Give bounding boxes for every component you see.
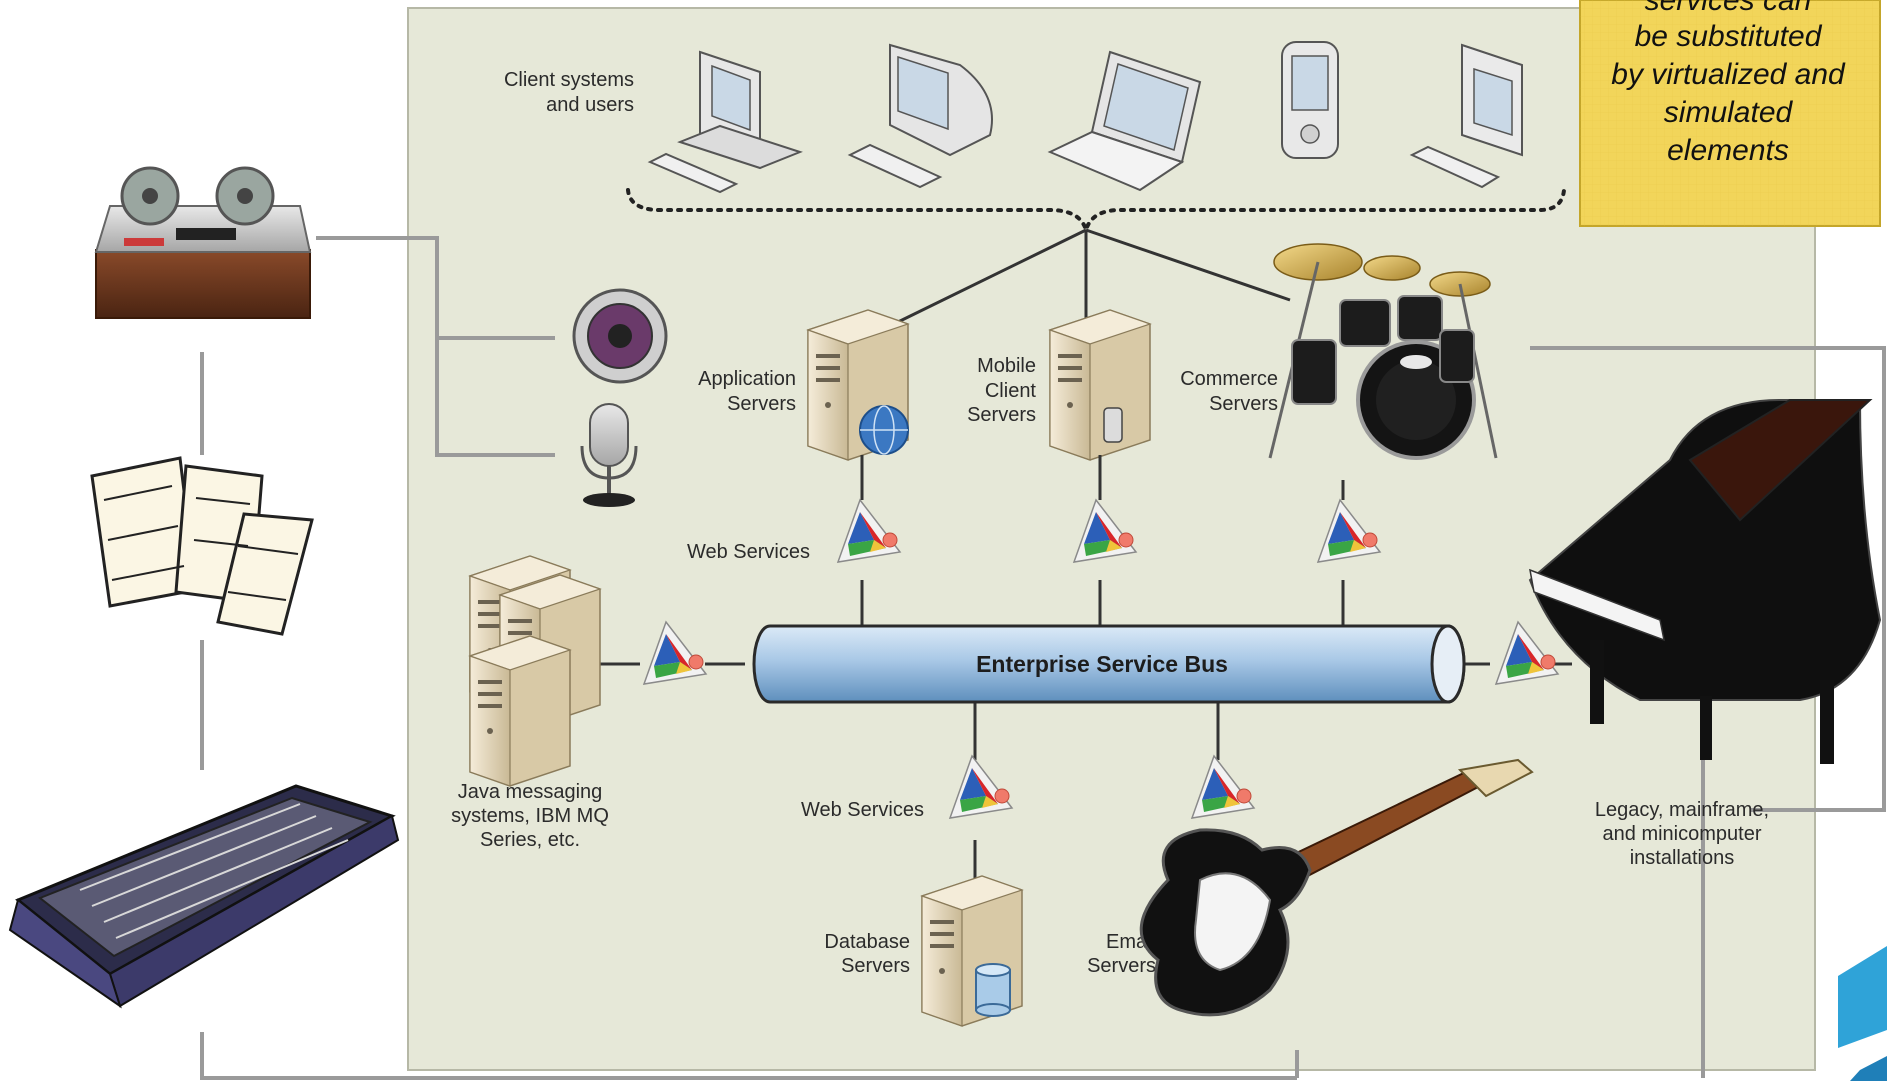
corner-accent-icon <box>1838 946 1887 1081</box>
grand-piano-icon <box>1528 399 1882 764</box>
client-systems-label-1: Client systems <box>504 69 634 91</box>
web-services-top-label: Web Services <box>687 541 810 563</box>
mixing-console-icon <box>8 784 400 1009</box>
client-connectors <box>897 228 1291 324</box>
note-line-1: services can <box>1645 0 1812 17</box>
java-messaging-label-3: Series, etc. <box>480 829 580 851</box>
bus-label: Enterprise Service Bus <box>976 651 1228 677</box>
database-cylinder-icon <box>975 963 1011 1017</box>
speaker-icon <box>572 288 668 384</box>
commerce-servers-label-1: Commerce <box>1180 368 1278 390</box>
mobile-client-servers-label-3: Servers <box>967 404 1036 426</box>
commerce-servers-label-2: Servers <box>1209 393 1278 415</box>
mobile-phone-icon <box>1103 407 1123 443</box>
application-servers-label-2: Servers <box>727 393 796 415</box>
legacy-label-1: Legacy, mainframe, <box>1595 799 1769 821</box>
enterprise-service-bus: Enterprise Service Bus <box>752 624 1466 704</box>
legacy-label-2: and minicomputer <box>1603 823 1762 845</box>
left-connectors <box>200 236 1886 1080</box>
electric-guitar-icon <box>1139 758 1534 1017</box>
legacy-label-3: installations <box>1630 847 1735 869</box>
note-line-2: be substituted <box>1635 20 1823 53</box>
sheet-music-icon <box>90 456 314 636</box>
java-messaging-server-icon-3 <box>469 635 571 787</box>
client-group-brace <box>626 188 1566 237</box>
desktop-computer-icon <box>647 50 803 194</box>
globe-icon <box>859 405 909 455</box>
imac-computer-icon <box>847 43 993 189</box>
reel-to-reel-tape-recorder-icon <box>94 166 312 319</box>
application-servers-label-1: Application <box>698 368 796 390</box>
mobile-client-servers-label-1: Mobile <box>977 355 1036 377</box>
java-messaging-label-1: Java messaging <box>458 781 603 803</box>
note-card: services can be substituted by virtualiz… <box>1579 0 1881 227</box>
database-servers-label-2: Servers <box>841 955 910 977</box>
mobile-client-server-icon <box>1049 309 1151 461</box>
email-servers-label-2: Servers <box>1087 955 1156 977</box>
note-line-3: by virtualized and <box>1611 58 1846 91</box>
client-systems-label-2: and users <box>546 94 634 116</box>
note-line-5: elements <box>1667 134 1789 167</box>
microphone-icon <box>580 403 638 507</box>
web-services-bottom-label: Web Services <box>801 799 924 821</box>
database-servers-label-1: Database <box>824 931 910 953</box>
desktop-computer-icon-2 <box>1409 43 1523 189</box>
pda-icon <box>1281 41 1339 159</box>
java-messaging-label-2: systems, IBM MQ <box>451 805 609 827</box>
note-line-4: simulated <box>1664 96 1794 129</box>
drum-kit-icon <box>1268 243 1498 460</box>
mobile-client-servers-label-2: Client <box>985 380 1037 402</box>
laptop-icon <box>1047 50 1202 192</box>
